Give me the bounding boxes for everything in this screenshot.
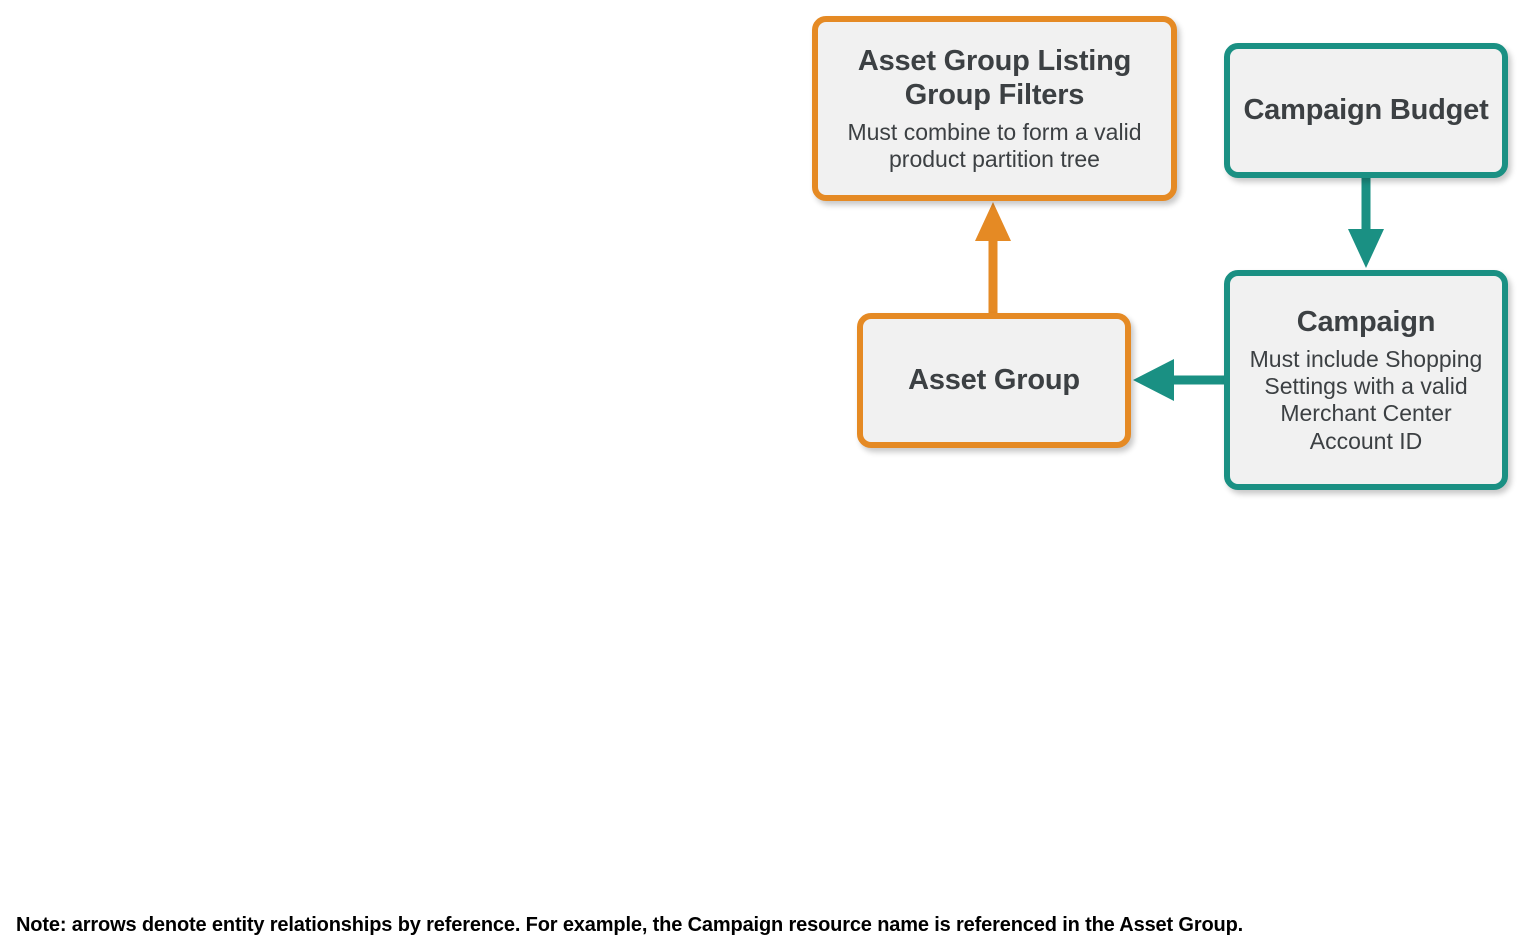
node-title: Asset Group Listing Group Filters: [857, 44, 1132, 112]
arrow-campaign-to-asset-group: [1133, 359, 1226, 401]
node-asset-group[interactable]: Asset Group: [857, 313, 1131, 448]
arrow-head-teal-left: [1133, 359, 1174, 401]
node-title: Campaign Budget: [1243, 94, 1489, 127]
node-subtitle: Must include Shopping Settings with a va…: [1249, 346, 1483, 454]
node-asset-group-listing-group-filters[interactable]: Asset Group Listing Group Filters Must c…: [812, 16, 1177, 201]
node-campaign-budget[interactable]: Campaign Budget: [1224, 43, 1508, 178]
node-title: Asset Group: [908, 364, 1080, 397]
arrow-head-teal-down: [1348, 229, 1384, 268]
arrow-head-orange-up: [975, 202, 1011, 241]
diagram-footnote: Note: arrows denote entity relationships…: [16, 914, 1244, 936]
node-campaign[interactable]: Campaign Must include Shopping Settings …: [1224, 270, 1508, 490]
node-subtitle: Must combine to form a valid product par…: [847, 119, 1142, 173]
arrow-campaign-budget-to-campaign: [1348, 176, 1384, 268]
arrow-asset-group-to-listing-group-filters: [975, 202, 1011, 316]
node-title: Campaign: [1296, 306, 1436, 339]
